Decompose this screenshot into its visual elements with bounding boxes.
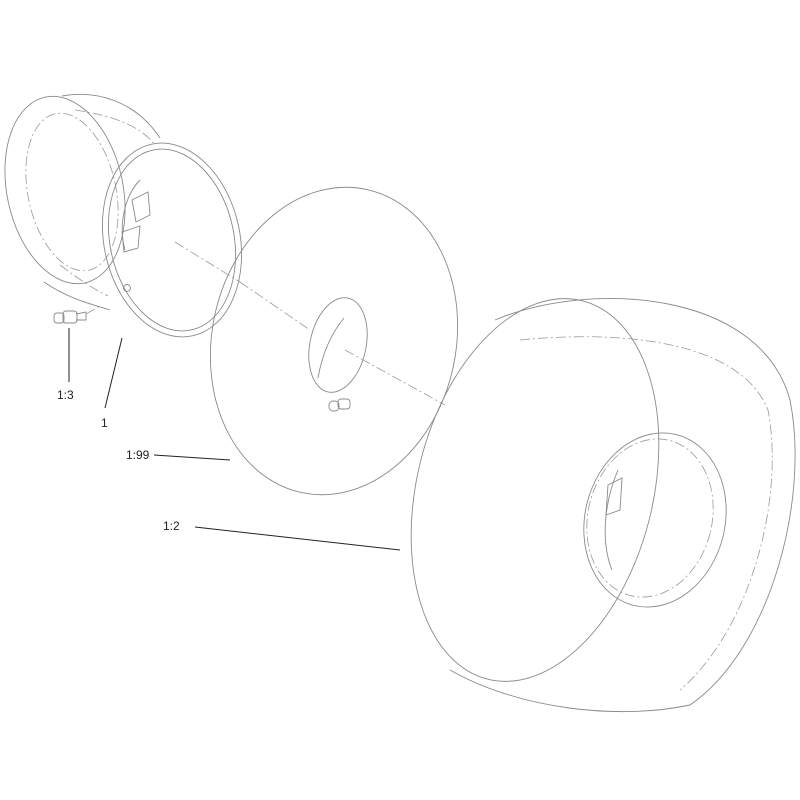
tube-axis-line-1 (239, 281, 311, 331)
tire-tread-centerline (519, 336, 773, 691)
tire-inner-hub-detail (605, 477, 623, 516)
tire-bead-opening (583, 432, 727, 608)
leader-wheel-rim (104, 337, 123, 409)
rim-barrel-centerline-top (74, 109, 156, 146)
tire (410, 298, 796, 713)
inner-tube-outer (209, 186, 459, 496)
valve-stem-cap (53, 312, 65, 324)
valve-stem-base (75, 311, 87, 321)
inner-tube-valve-cap (328, 400, 340, 412)
rim-hub-spoke-1 (131, 191, 151, 223)
valve-stem-axis (85, 305, 101, 315)
valve-stem-body (62, 310, 78, 324)
leader-lines (68, 328, 401, 551)
inner-tube-hole-shade (317, 317, 345, 379)
inner-tube-hole (308, 297, 368, 393)
tire-bead-ring (586, 438, 714, 598)
callout-tire: 1:2 (163, 519, 180, 533)
leader-inner-tube (153, 454, 231, 461)
wheel-rim (4, 93, 243, 338)
rim-front-flange (101, 142, 243, 338)
rim-back-bead (25, 112, 119, 272)
tube-axis-line-2 (344, 349, 446, 406)
rim-axis-line (174, 241, 241, 283)
tire-tread-outline (449, 298, 796, 713)
rim-back-flange (4, 95, 126, 285)
rim-barrel-centerline-bottom (59, 264, 109, 297)
rim-front-lip (107, 148, 237, 332)
rim-hub-spoke-2 (121, 225, 141, 253)
leader-tire (194, 526, 401, 551)
callout-inner-tube: 1:99 (126, 448, 150, 462)
callout-wheel-rim: 1 (101, 416, 108, 430)
rim-valve-hole (123, 284, 131, 292)
callout-valve-stem: 1:3 (57, 388, 74, 402)
inner-tube (209, 186, 459, 496)
tire-inner-shade-1 (604, 469, 619, 571)
valve-stem (53, 305, 101, 324)
rim-barrel-top (61, 93, 161, 139)
rim-barrel-bottom (43, 281, 111, 311)
inner-tube-valve-body (337, 398, 351, 410)
tire-front-sidewall (410, 298, 660, 682)
